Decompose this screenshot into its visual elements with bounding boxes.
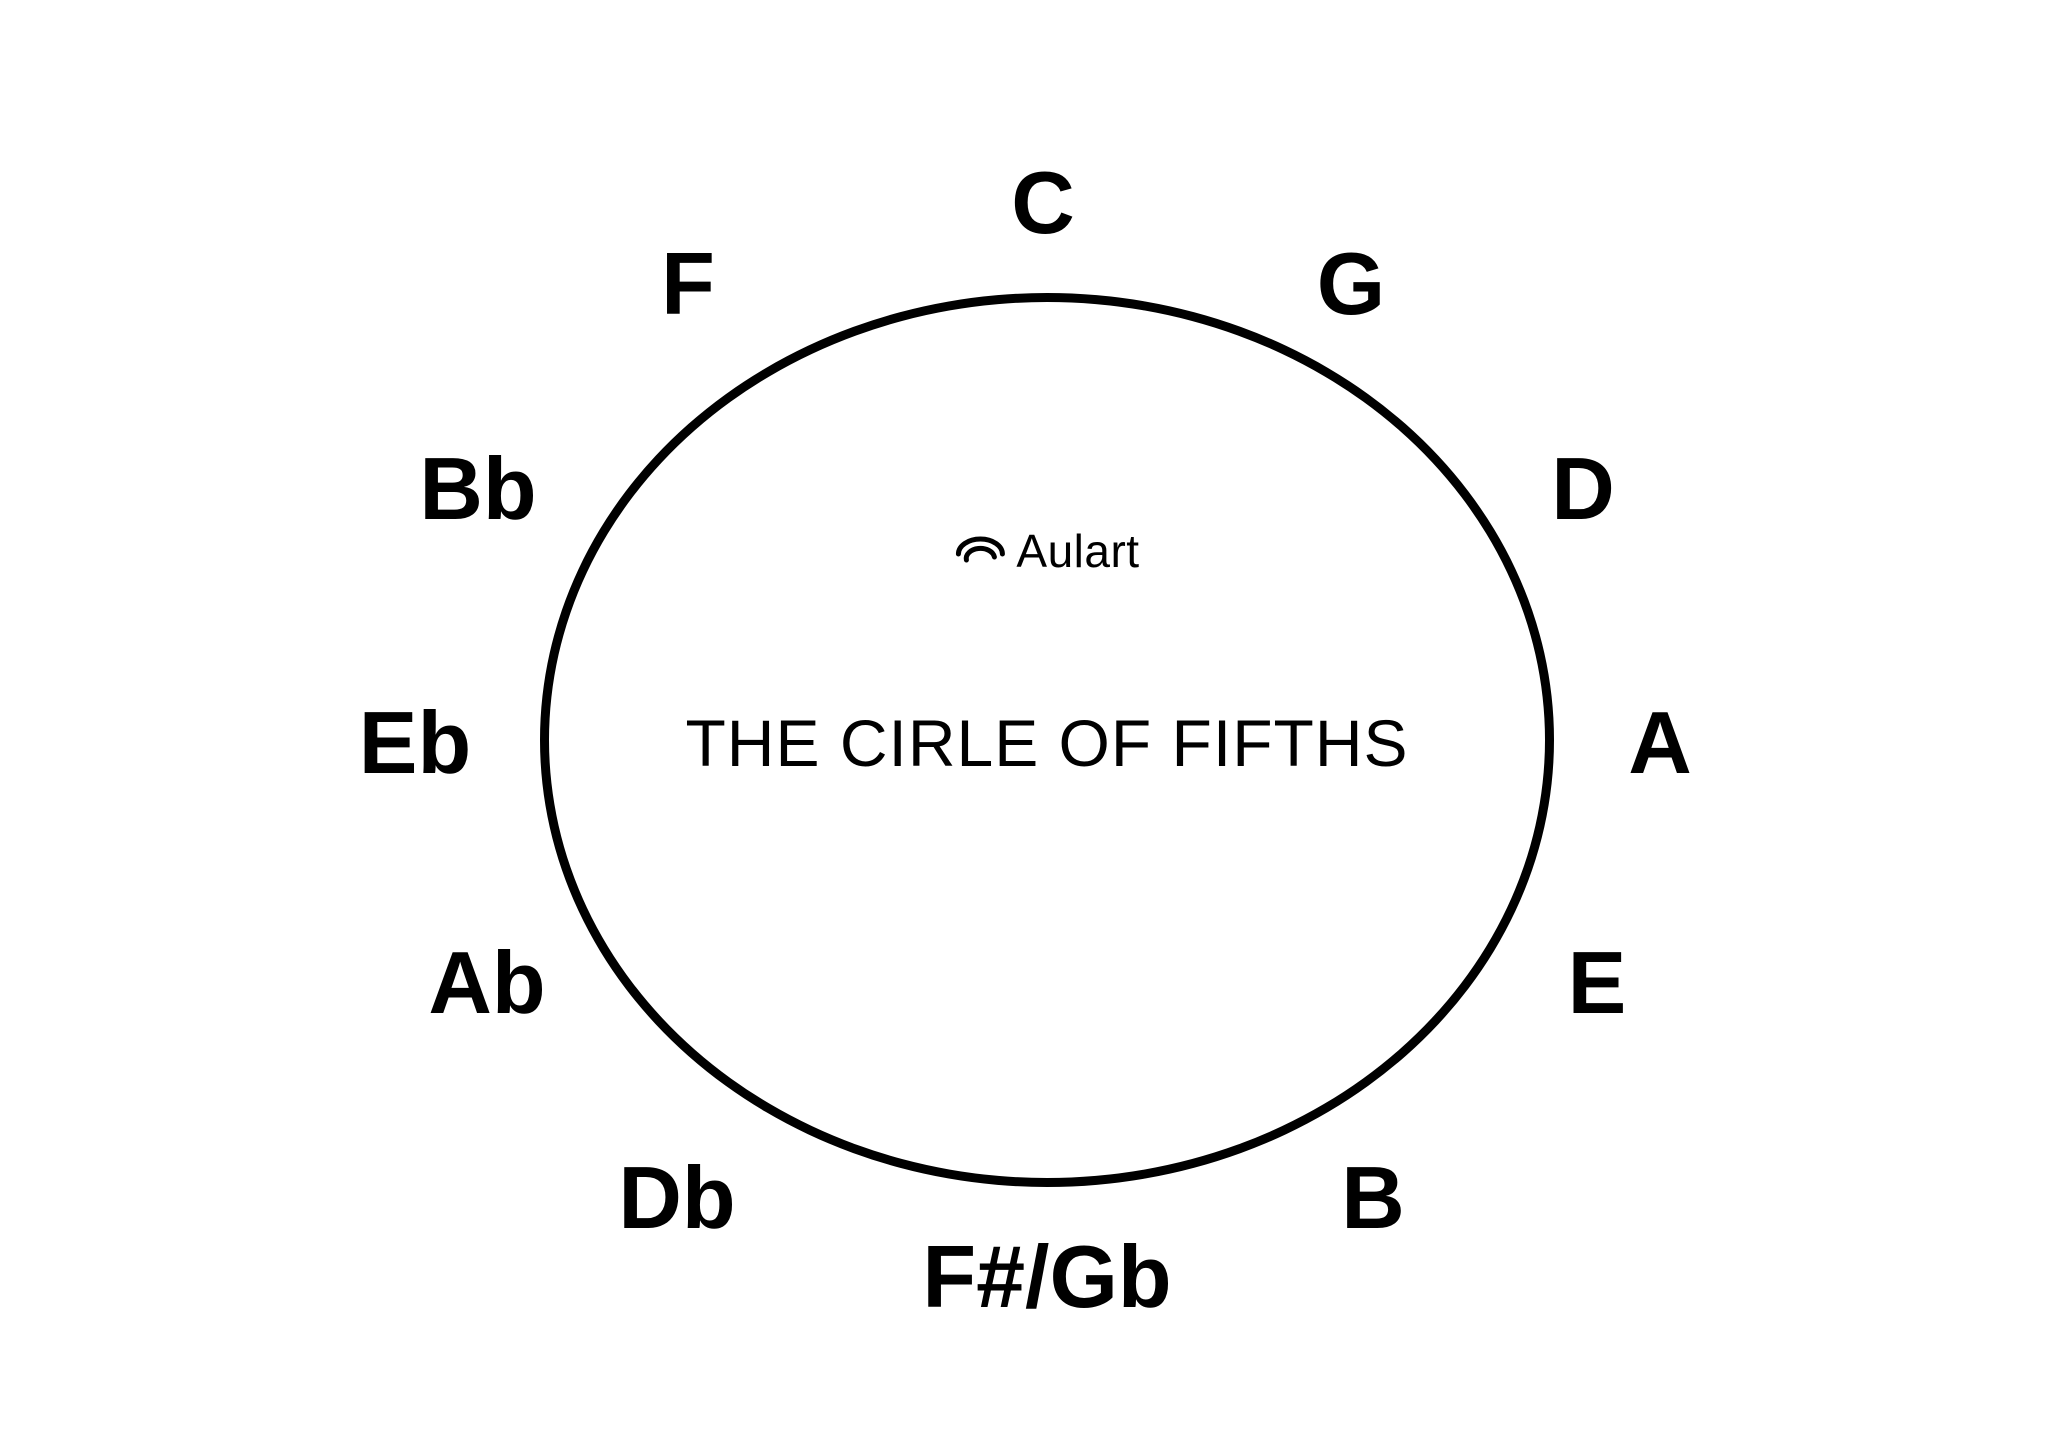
note-label-d: D <box>1551 439 1615 538</box>
note-label-e: E <box>1567 933 1627 1032</box>
note-label-bflat: Bb <box>419 439 537 538</box>
brand-logo: Aulart <box>954 524 1139 578</box>
note-label-g: G <box>1316 234 1386 333</box>
note-label-c: C <box>1011 153 1075 252</box>
note-label-aflat: Ab <box>428 933 546 1032</box>
note-label-dflat: Db <box>618 1148 736 1247</box>
aulart-arc-icon <box>954 534 1006 568</box>
note-label-f: F <box>661 234 715 333</box>
note-label-a: A <box>1628 693 1692 792</box>
note-label-fsharp-gflat: F#/Gb <box>922 1227 1172 1326</box>
diagram-title: THE CIRLE OF FIFTHS <box>685 706 1409 780</box>
brand-name: Aulart <box>1016 525 1140 577</box>
note-label-eflat: Eb <box>358 693 472 792</box>
note-label-b: B <box>1341 1148 1405 1247</box>
fifths-circle-outline <box>540 293 1554 1187</box>
